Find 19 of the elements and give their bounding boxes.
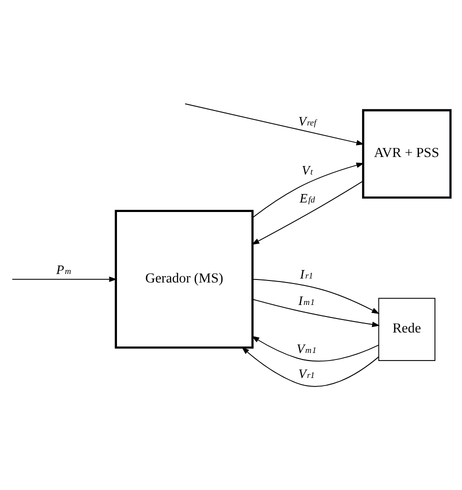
edge-label: Vm1 [296, 340, 316, 356]
edge-label: Pm [56, 262, 72, 278]
node-box: Rede [378, 298, 436, 361]
arrow [242, 346, 380, 387]
node-box: AVR + PSS [362, 109, 452, 199]
edge-label: Vt [302, 162, 313, 178]
arrow [252, 278, 380, 314]
arrow [252, 336, 379, 362]
edge-label: Efd [300, 190, 315, 206]
edge-label: Ir1 [300, 266, 314, 282]
node-box: Gerador (MS) [114, 210, 254, 349]
edge-label: Vref [298, 113, 316, 128]
arrow [252, 298, 380, 328]
edge-label: Vr1 [298, 366, 315, 381]
edge-label: Im1 [298, 293, 315, 308]
arrow [251, 180, 364, 245]
arrow [12, 276, 117, 282]
arrow [184, 103, 364, 146]
arrow [252, 162, 364, 218]
